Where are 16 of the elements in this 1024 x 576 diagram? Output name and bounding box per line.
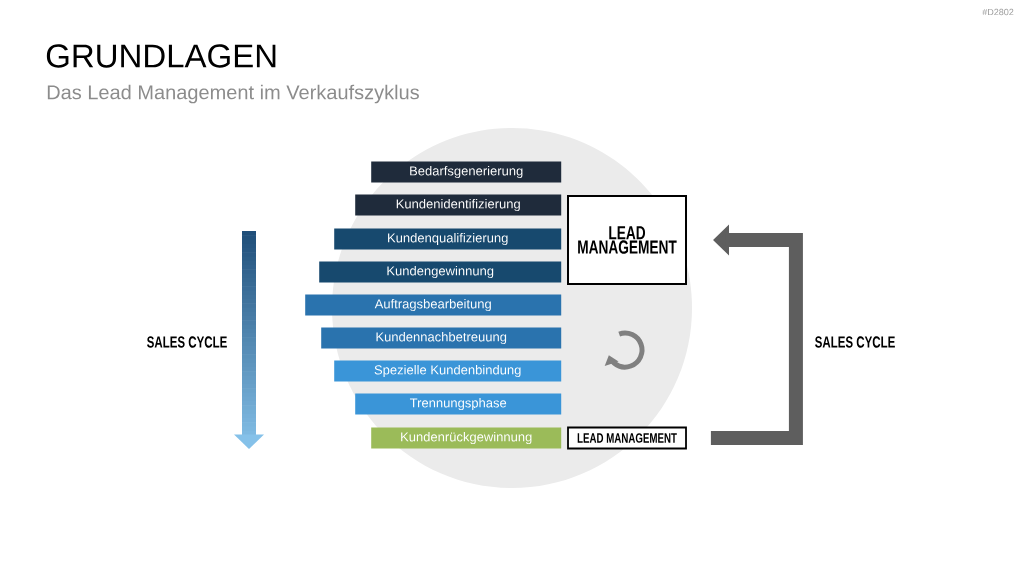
subtitle: Das Lead Management im Verkaufszyklus [47, 84, 419, 104]
process-bar: Kundenqualifizierung [334, 228, 562, 250]
process-bar: Kundenrückgewinnung [371, 427, 562, 449]
title: GRUNDLAGEN [46, 44, 276, 68]
reference-number: #D2802 [982, 8, 1014, 16]
side-label: SALES CYCLE [147, 336, 227, 348]
text-box: LEAD MANAGEMENT [567, 426, 687, 450]
process-bar: Kundenidentifizierung [355, 194, 562, 216]
process-bar: Kundengewinnung [319, 261, 562, 283]
text-box: LEAD MANAGEMENT [567, 195, 687, 285]
process-bar: Trennungsphase [355, 393, 562, 415]
process-bar: Spezielle Kundenbindung [334, 360, 562, 382]
process-bar: Bedarfsgenerierung [371, 161, 562, 183]
process-bar: Kundennachbetreuung [321, 327, 562, 349]
side-label: SALES CYCLE [815, 336, 895, 348]
process-bar: Auftragsbearbeitung [305, 294, 562, 316]
